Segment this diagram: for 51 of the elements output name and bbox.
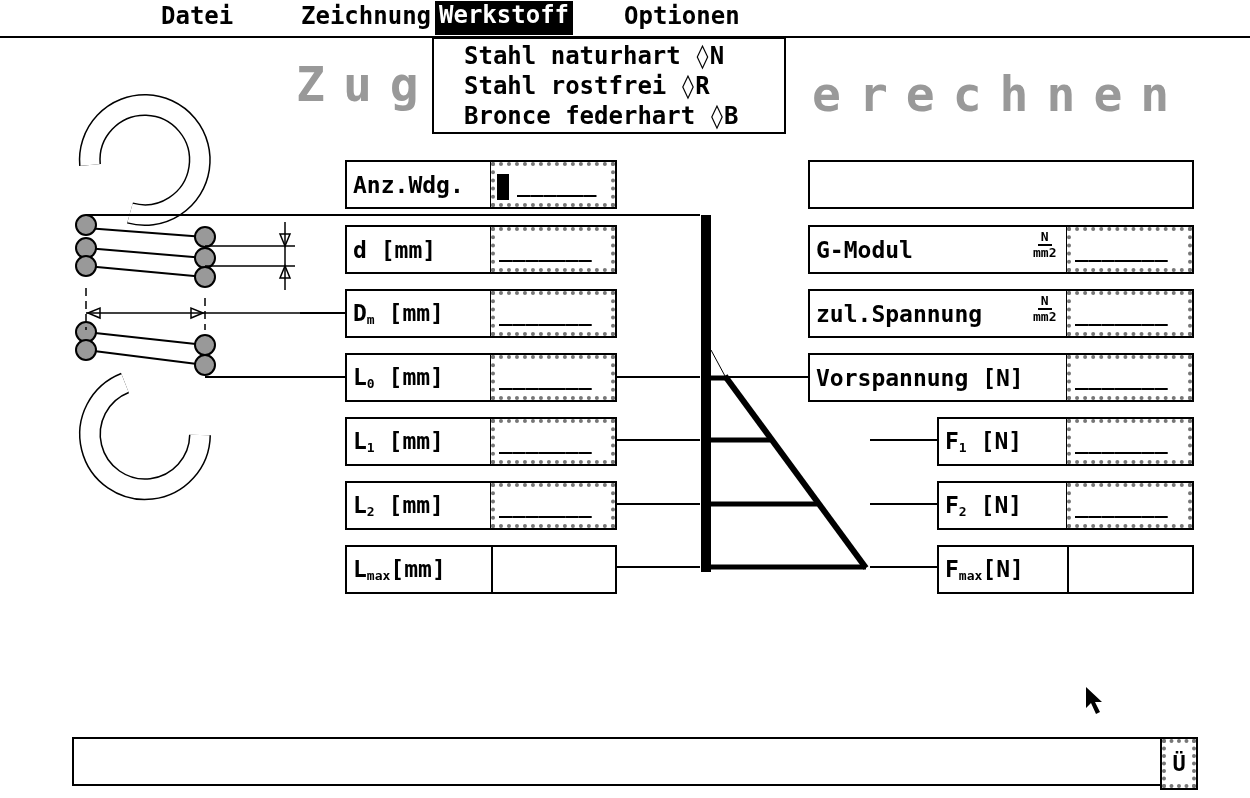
field-label: G-Modul [815,236,913,263]
field-label: F$_{2}$ [N] [944,492,1023,519]
input-field: ______ [491,162,615,207]
connector-line [299,214,701,216]
menu-option: Stahl rostfrei ◊R [464,71,784,101]
input-field: _______ [491,419,615,464]
input-field: _______ [1067,291,1192,336]
connector-line [869,503,938,505]
connector-line [869,566,938,568]
screen-title: erechnen [812,66,1188,122]
field-label: Vorspannung [N] [815,364,1024,391]
connector-line [616,566,701,568]
dropdown-menu [432,37,786,134]
input-field: _______ [491,483,615,528]
menu-option: Bronce federhart ◊B [464,101,784,131]
field-label: F$_{1}$ [N] [944,428,1023,455]
input-field: _______ [1067,483,1192,528]
unit-label: mm2 [1033,310,1057,324]
menu-option: Stahl naturhart ◊N [464,41,784,71]
field-label: D$_{m}$ [mm] [352,300,444,327]
input-field: _______ [491,227,615,272]
connector-line [616,376,701,378]
field-label: L$_{2}$ [mm] [352,492,444,519]
field-label: L$_{max}$[mm] [352,556,446,583]
input-field: _______ [491,355,615,400]
screen-title: Zug [296,56,437,112]
connector-line [727,376,809,378]
menu-title: Zeichnung [300,2,433,30]
field-label: F$_{max}$[N] [944,556,1024,583]
menu-title: Optionen [623,2,741,30]
field-label: L$_{1}$ [mm] [352,428,444,455]
output-box [808,160,1194,209]
connector-line [616,439,701,441]
connector-line [299,312,346,314]
scroll-button: Ü [1162,739,1196,788]
unit-label: N [1037,230,1052,246]
connector-line [616,503,701,505]
input-field: _______ [491,291,615,336]
unit-label: mm2 [1033,246,1057,260]
input-field: _______ [1067,355,1192,400]
connector-line [299,376,346,378]
unit-label: N [1037,294,1052,310]
menu-title-selected: Werkstoff [435,1,574,35]
input-field: _______ [1067,227,1192,272]
field-label: d [mm] [352,236,437,263]
field-label: zul.Spannung [815,300,983,327]
field-label: L$_{0}$ [mm] [352,364,444,391]
input-field: _______ [1067,419,1192,464]
connector-line [869,439,938,441]
menu-title: Datei [160,2,235,30]
field-label: Anz.Wdg. [352,171,464,198]
